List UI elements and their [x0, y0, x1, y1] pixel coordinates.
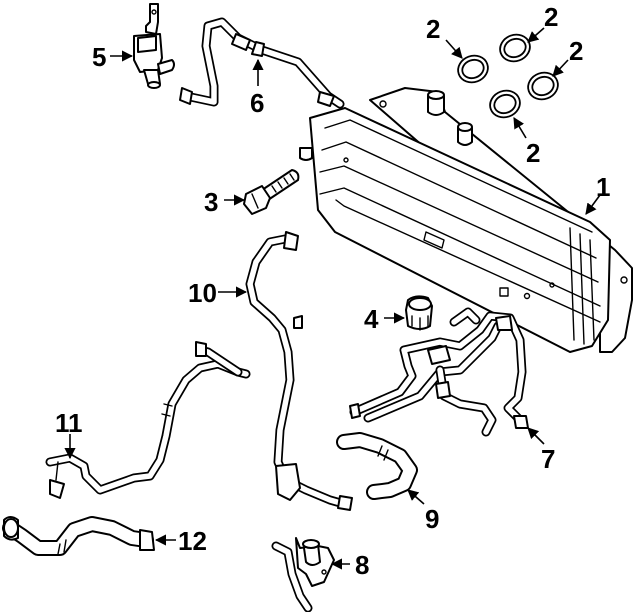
callout-2d: 2 [526, 138, 540, 168]
long-hose-part[interactable] [245, 231, 353, 511]
callout-2c: 2 [569, 36, 583, 66]
oil-line-part[interactable] [179, 17, 345, 109]
callout-6: 6 [250, 88, 264, 118]
callout-1: 1 [596, 172, 610, 202]
callout-2a: 2 [426, 14, 440, 44]
callout-7: 7 [541, 444, 555, 474]
callout-9: 9 [425, 504, 439, 534]
tube-assembly-part[interactable] [349, 307, 529, 437]
oil-cooler-part[interactable] [299, 87, 633, 353]
callout-10: 10 [188, 278, 217, 308]
callout-12: 12 [178, 526, 207, 556]
callout-leaders [64, 27, 601, 570]
callout-8: 8 [355, 550, 369, 580]
o-ring-seal-part[interactable] [457, 54, 489, 84]
callout-2b: 2 [544, 2, 558, 32]
o-ring-seal-part[interactable] [489, 89, 521, 119]
formed-hose-part[interactable] [2, 516, 155, 556]
bolt-part[interactable] [243, 169, 300, 215]
plug-part[interactable] [405, 295, 433, 331]
callout-5: 5 [92, 42, 106, 72]
callout-4: 4 [364, 304, 379, 334]
hose-part[interactable] [336, 432, 418, 500]
bracket-part[interactable] [271, 537, 335, 612]
callout-11: 11 [55, 408, 83, 438]
o-ring-seal-part[interactable] [527, 71, 559, 101]
lower-line-part[interactable] [45, 341, 251, 499]
callout-3: 3 [204, 187, 218, 217]
valve-part[interactable] [133, 3, 175, 89]
o-ring-seal-part[interactable] [499, 33, 531, 63]
